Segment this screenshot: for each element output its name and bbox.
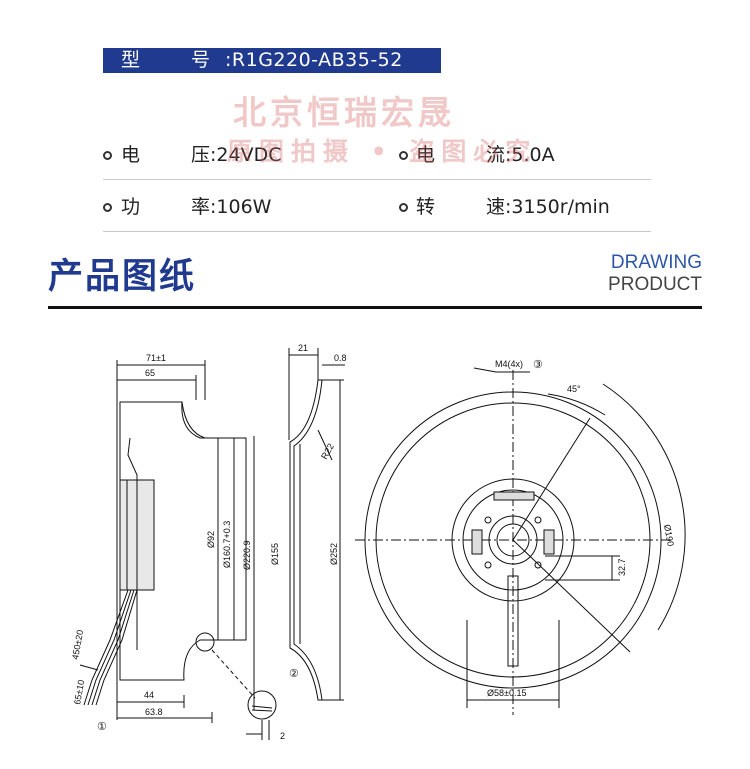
profile-view — [288, 348, 345, 701]
dim-d155: Ø155 — [270, 543, 280, 565]
divider — [103, 231, 651, 232]
voltage-key-1: 电 — [121, 144, 141, 166]
dim-d190: Ø190 — [662, 524, 676, 547]
dim-d92: Ø92 — [206, 531, 216, 548]
dim-m4: M4(4x) — [495, 359, 523, 369]
section-subtitle-en-1: DRAWING — [610, 252, 702, 273]
bullet-icon — [103, 151, 112, 160]
dim-65-10: 65±10 — [72, 679, 86, 705]
dim-45deg: 45° — [567, 384, 581, 394]
dim-d220: Ø220.9 — [242, 540, 252, 570]
technical-drawing: 71±1 65 Ø92 Ø160.7+0.3 Ø220.9 450±20 65±… — [70, 343, 686, 741]
power-key-2: 率 — [191, 196, 211, 218]
current-key-2: 流 — [486, 144, 506, 166]
dim-d252: Ø252 — [329, 543, 339, 565]
spec-row-1: 电 压 :24VDC 电 流 :5.0A — [103, 134, 651, 176]
side-view — [79, 360, 277, 740]
dim-450: 450±20 — [70, 629, 85, 660]
model-row: 型 号 :R1G220-AB35-52 — [103, 48, 441, 73]
section-title: 产品图纸 — [48, 257, 197, 297]
dim-d160: Ø160.7+0.3 — [222, 521, 232, 568]
current-value: :5.0A — [505, 144, 555, 166]
front-view — [355, 367, 686, 715]
divider — [103, 179, 651, 180]
current-key-1: 电 — [416, 144, 436, 166]
dim-d58: Ø58±0.15 — [487, 688, 526, 698]
spec-row-2: 功 率 :106W 转 速 :3150r/min — [103, 186, 651, 228]
speed-key-2: 速 — [486, 196, 506, 218]
model-value: :R1G220-AB35-52 — [225, 49, 403, 71]
marker-2: ② — [289, 668, 299, 680]
power-key-1: 功 — [121, 196, 141, 218]
dim-0-8: 0.8 — [334, 353, 347, 363]
bullet-icon — [103, 203, 112, 212]
bullet-icon — [399, 203, 408, 212]
dim-44: 44 — [144, 690, 154, 700]
dim-r22: R22 — [319, 442, 336, 461]
power-value: :106W — [210, 196, 272, 218]
section-subtitle-en-2: PRODUCT — [608, 274, 702, 295]
voltage-value: :24VDC — [210, 144, 282, 166]
marker-3: ③ — [533, 359, 543, 371]
dim-71: 71±1 — [146, 353, 166, 363]
section-rule — [48, 306, 702, 309]
watermark-line-1: 北京恒瑞宏晟 — [233, 93, 455, 132]
dim-21: 21 — [298, 343, 308, 353]
model-key-1: 型 — [121, 49, 141, 71]
dim-63-8: 63.8 — [145, 707, 163, 717]
dim-2: 2 — [280, 731, 285, 741]
marker-1: ① — [97, 721, 107, 733]
model-key-2: 号 — [191, 49, 211, 71]
bullet-icon — [399, 151, 408, 160]
dim-65: 65 — [145, 368, 155, 378]
speed-value: :3150r/min — [505, 196, 610, 218]
dim-32-7: 32.7 — [617, 558, 627, 576]
voltage-key-2: 压 — [191, 144, 211, 166]
speed-key-1: 转 — [416, 196, 436, 218]
